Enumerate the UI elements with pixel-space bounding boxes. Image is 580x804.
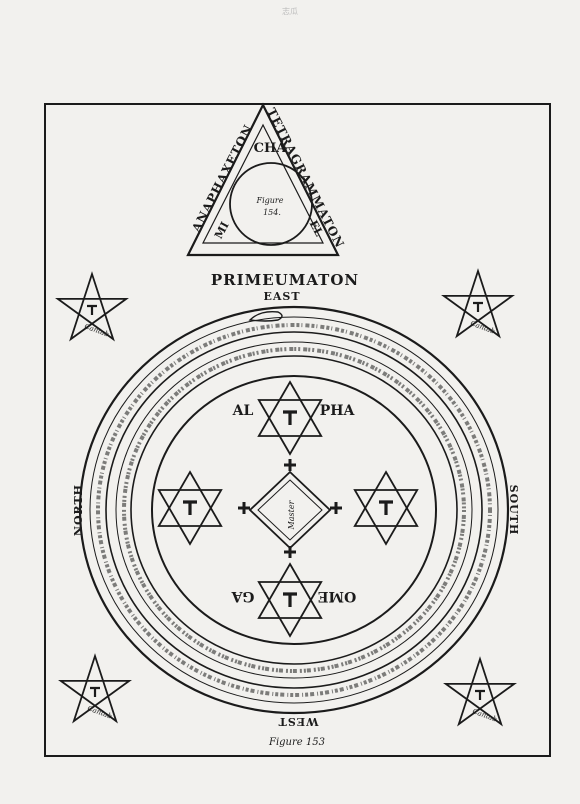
hexagram-triangle-up (257, 562, 323, 619)
diamond-inner (257, 479, 323, 541)
triangle-figure-154: CHA MI EL ANAPHAXETON TETRAGRAMMATON Fig… (186, 102, 347, 257)
figure-153-caption: Figure 153 (268, 737, 325, 748)
tau-cross-icon (283, 592, 297, 607)
tau-cross-icon (475, 689, 485, 700)
pentagram-bottom-left: Cantab (58, 653, 132, 724)
north-label: NORTH (72, 484, 85, 536)
tau-cross-icon (283, 410, 297, 425)
concentric-rings (78, 305, 510, 715)
west-label: WEST (278, 715, 320, 728)
triangle-circle (229, 162, 313, 246)
central-hexagrams (157, 380, 419, 638)
tau-cross-icon (473, 301, 483, 312)
cross-icon (284, 459, 296, 471)
omega-right-label: GA (230, 588, 254, 604)
hexagram-triangle-up (157, 470, 223, 527)
cross-symbols (238, 459, 342, 558)
pentagram-label: Cantab (86, 704, 113, 720)
pentagram-bottom-right: Cantab (443, 656, 517, 727)
cross-icon (330, 502, 342, 514)
triangle-outer-left-text: ANAPHAXETON (189, 122, 256, 235)
cross-icon (284, 546, 296, 558)
figure-154-label-1: Figure (256, 196, 284, 205)
script-band-outer (96, 323, 492, 697)
master-diamond: Master (248, 470, 332, 550)
triangle-left-text: MI (212, 220, 232, 241)
primeumaton-title: PRIMEUMATON (211, 271, 359, 289)
figure-154-label-2: 154. (263, 208, 281, 217)
pentagram-top-left: Cantab (55, 271, 129, 342)
pentagram-label: Cantab (83, 322, 110, 338)
hexagram-triangle-up (257, 380, 323, 437)
hexagram-left (157, 470, 223, 546)
hexagram-triangle-down (257, 581, 323, 638)
omega-left-label: OME (318, 588, 356, 604)
triangle-inner-outline (202, 123, 324, 244)
pentagram-label: Cantab (469, 319, 496, 335)
south-label: SOUTH (507, 485, 520, 536)
cross-icon (238, 502, 250, 514)
script-band-inner (122, 347, 466, 673)
hexagram-triangle-down (257, 399, 323, 456)
alpha-right-label: PHA (320, 403, 356, 419)
alpha-left-label: AL (232, 403, 254, 419)
ring-outer (78, 305, 510, 715)
hexagram-triangle-down (353, 489, 419, 546)
tau-cross-icon (87, 304, 97, 315)
hexagram-right (353, 470, 419, 546)
triangle-outer-right-text: TETRAGRAMMATON (264, 106, 347, 251)
ring-inner (130, 355, 458, 665)
pentagram-star (441, 268, 515, 339)
east-label: EAST (263, 290, 300, 303)
header-mark: 志瓜 (282, 7, 298, 16)
tau-cross-icon (379, 500, 393, 515)
outer-frame (44, 103, 551, 757)
master-label: Master (287, 499, 296, 530)
serpent-head (248, 310, 283, 322)
tau-cross-icon (183, 500, 197, 515)
pentagram-star (58, 653, 132, 724)
hexagram-triangle-up (353, 470, 419, 527)
pentagram-label: Cantab (471, 707, 498, 723)
ring-center (151, 375, 437, 645)
pentagram-top-right: Cantab (441, 268, 515, 339)
pentagram-star (443, 656, 517, 727)
pentagram-star (55, 271, 129, 342)
ring-middle-inner (115, 341, 473, 679)
hexagram-top (257, 380, 323, 456)
hexagram-triangle-down (157, 489, 223, 546)
triangle-outline (186, 102, 340, 257)
ring-middle (105, 331, 483, 689)
triangle-top-text: CHA (254, 141, 288, 156)
hexagram-bottom (257, 562, 323, 638)
ring-outer-inner (89, 316, 499, 704)
tau-cross-icon (90, 686, 100, 697)
